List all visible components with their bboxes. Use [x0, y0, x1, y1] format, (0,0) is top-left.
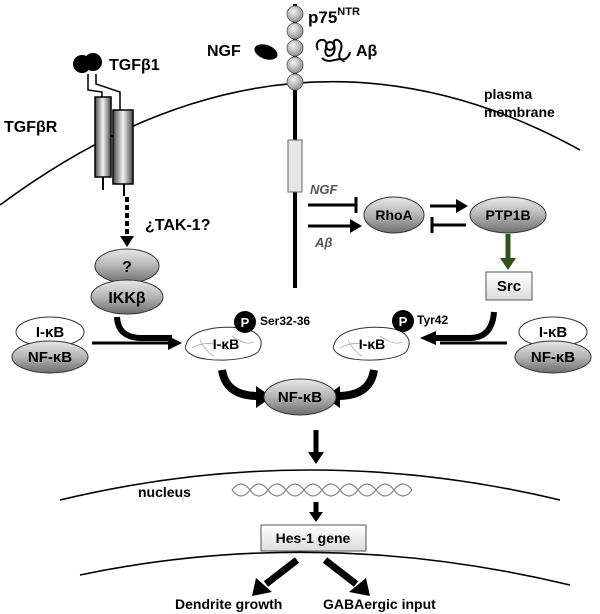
gabaergic-input-label: GABAergic input: [323, 596, 436, 612]
nuclear-membrane-top: [59, 469, 561, 501]
ser-ikb-shape: [184, 326, 262, 361]
gaba-arrow-line: [322, 557, 359, 587]
src-box: [485, 271, 533, 301]
tgfb1-label: TGFβ1: [109, 57, 160, 74]
right-nfkb-ellipse: [514, 340, 592, 374]
rhoa-to-ptp1b-arrowhead: [456, 199, 468, 213]
right-ikb-label: I-κB: [539, 324, 568, 341]
central-nfkb-label: NF-κB: [278, 389, 322, 406]
unknown-kinase-label: ?: [122, 259, 132, 276]
tgfb1-ligand: [73, 53, 102, 73]
tyr-ikb-label: I-κB: [359, 336, 385, 352]
left-ikb-label: I-κB: [36, 324, 65, 341]
dna-to-hes1-arrowhead: [309, 512, 323, 522]
ptp1b-ellipse: [469, 196, 547, 234]
left-nfkb-label: NF-κB: [28, 349, 72, 366]
plasma-label: plasma: [484, 86, 532, 102]
ptp1b-label: PTP1B: [485, 207, 530, 223]
membrane-label: membrane: [484, 104, 555, 120]
central-nfkb-ellipse: [263, 378, 337, 416]
tyr-site-label: Tyr42: [417, 313, 448, 327]
tgfbr-receptor: [94, 96, 134, 196]
hes1-gene-box: [260, 524, 367, 552]
tgfbr-label: TGFβR: [4, 119, 58, 136]
tak1-label: ¿TAK-1?: [145, 217, 210, 234]
abeta-aggregate: [315, 38, 351, 63]
rhoa-label: RhoA: [375, 207, 412, 223]
gaba-arrowhead: [349, 578, 370, 596]
hes1-gene-label: Hes-1 gene: [276, 530, 351, 546]
left-complex-arrowhead: [168, 336, 182, 350]
ptp1b-to-src-arrowhead: [500, 258, 516, 270]
nfkb-to-nucleus-arrowhead: [308, 452, 324, 464]
abeta-activate-arrowhead: [350, 219, 362, 233]
tyr-phospho-circle: [392, 310, 414, 332]
tyr-phospho-label: P: [399, 314, 408, 329]
tyr-ikb-texture: [339, 335, 403, 357]
dendrite-growth-label: Dendrite growth: [175, 596, 282, 612]
p75-label: p75NTR: [308, 6, 360, 27]
ikkb-label: IKKβ: [108, 290, 146, 307]
ikkb-ellipse: [90, 279, 164, 315]
dna-helix: [231, 483, 413, 497]
tgfb1-link-b: [95, 74, 121, 118]
abeta-arrow-label: Aβ: [314, 235, 332, 250]
ser-phospho-label: P: [241, 315, 250, 330]
tak1-arrowhead: [120, 236, 134, 247]
right-release-curve: [337, 369, 378, 400]
left-release-curve: [218, 369, 259, 400]
dendrite-arrow-line: [263, 557, 300, 587]
ngf-ligand: [254, 44, 278, 60]
nuclear-membrane-bottom: [79, 551, 571, 586]
ikkb-to-ikb-curve: [114, 316, 172, 341]
abeta-label: Aβ: [356, 43, 378, 60]
right-nfkb-label: NF-κB: [531, 349, 575, 366]
ngf-label: NGF: [207, 43, 241, 60]
rhoa-ellipse: [363, 196, 425, 234]
ser-ikb-texture: [191, 335, 255, 357]
src-label: Src: [497, 278, 521, 295]
ser-ikb-label: I-κB: [213, 336, 239, 352]
left-nfkb-ellipse: [11, 340, 89, 374]
src-to-ikb-curve: [432, 311, 497, 341]
tyr-ikb-shape: [332, 326, 410, 361]
ngf-arrow-label: NGF: [310, 182, 339, 197]
ser-phospho-circle: [234, 311, 256, 333]
dendrite-arrowhead: [252, 578, 272, 596]
nucleus-label: nucleus: [138, 484, 191, 500]
p75-receptor: [286, 4, 304, 288]
ser-site-label: Ser32-36: [260, 314, 310, 328]
src-to-ikb-arrowhead: [420, 331, 436, 345]
